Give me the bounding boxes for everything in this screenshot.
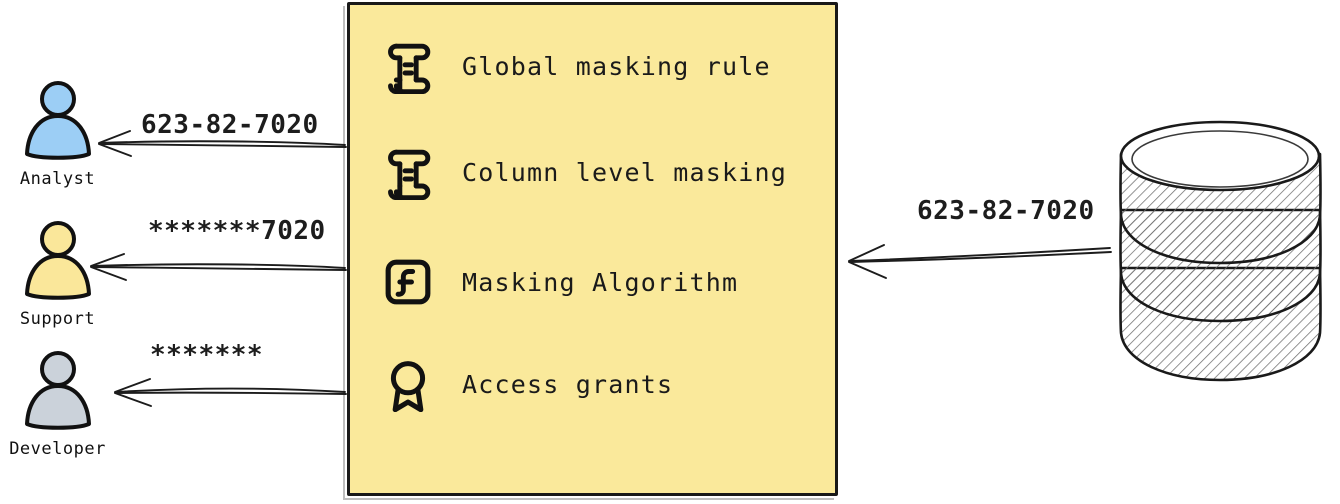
policy-item-label: Masking Algorithm	[462, 267, 739, 297]
actor-label: Developer	[9, 439, 106, 459]
actor-label: Support	[19, 309, 96, 329]
policy-item-column-level-masking[interactable]: Column level masking	[380, 140, 787, 204]
actor-developer[interactable]: Developer	[0, 348, 115, 459]
function-icon	[385, 259, 431, 305]
policy-item-label: Column level masking	[462, 157, 788, 187]
policy-item-global-masking-rule[interactable]: Global masking rule	[380, 34, 771, 98]
person-icon	[24, 351, 91, 430]
actor-label: Analyst	[19, 169, 96, 189]
flow-label-developer: *******	[150, 340, 264, 370]
policy-item-masking-algorithm[interactable]: Masking Algorithm	[380, 250, 738, 314]
policy-item-label: Global masking rule	[462, 51, 771, 81]
person-icon	[24, 221, 91, 300]
policy-box-shadow	[343, 6, 834, 500]
flow-label-source: 623-82-7020	[917, 196, 1095, 226]
flow-label-analyst: 623-82-7020	[141, 110, 319, 140]
policy-item-access-grants[interactable]: Access grants	[380, 352, 673, 416]
database-icon[interactable]	[1108, 118, 1333, 403]
actor-analyst[interactable]: Analyst	[0, 78, 115, 189]
scroll-icon	[388, 149, 431, 200]
person-icon	[24, 81, 91, 160]
actor-support[interactable]: Support	[0, 218, 115, 329]
award-icon	[390, 361, 426, 412]
policy-item-label: Access grants	[462, 369, 674, 399]
flow-label-support: *******7020	[148, 216, 326, 246]
scroll-icon	[388, 43, 431, 94]
